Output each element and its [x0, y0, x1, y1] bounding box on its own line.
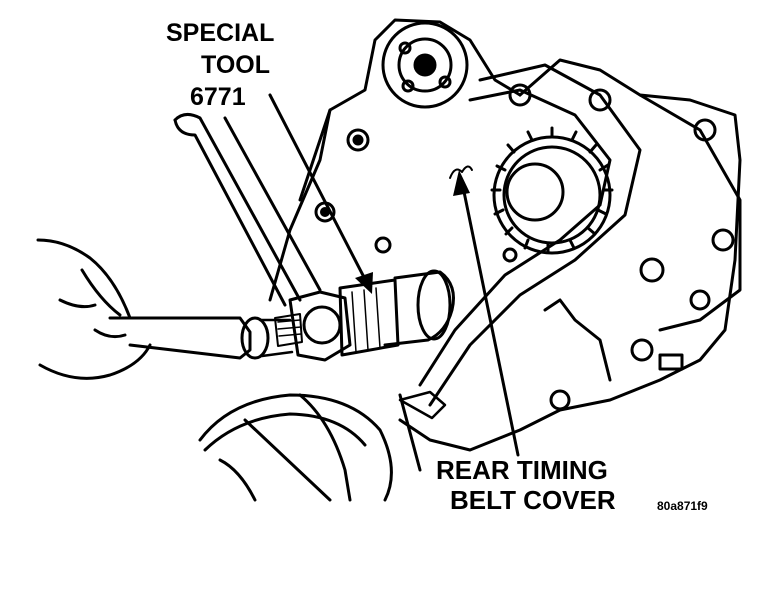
cover-tick-mark [449, 165, 473, 179]
special-tool-label-line2: TOOL [201, 51, 270, 79]
rear-cover-label-line1: REAR TIMING [436, 455, 608, 485]
figure-code: 80a871f9 [657, 499, 708, 513]
special-tool-label-line1: SPECIAL [166, 19, 275, 47]
allen-wrench [108, 113, 322, 360]
arrowhead-rear-cover [453, 170, 470, 196]
camshaft-sprocket [381, 21, 469, 109]
special-tool-number: 6771 [190, 83, 246, 111]
technician-hand [36, 238, 152, 380]
timing-belt [418, 63, 642, 407]
rear-cover-label-line2: BELT COVER [450, 485, 616, 515]
arrowhead-special-tool [355, 272, 373, 294]
belt-sprocket [490, 126, 614, 255]
callout-leader-lines [268, 93, 520, 457]
rear-timing-belt-cover [268, 18, 742, 452]
engine-block [502, 93, 742, 382]
special-tool-6771 [274, 269, 455, 362]
cover-bolts [314, 83, 612, 411]
crankshaft-area [198, 393, 422, 502]
